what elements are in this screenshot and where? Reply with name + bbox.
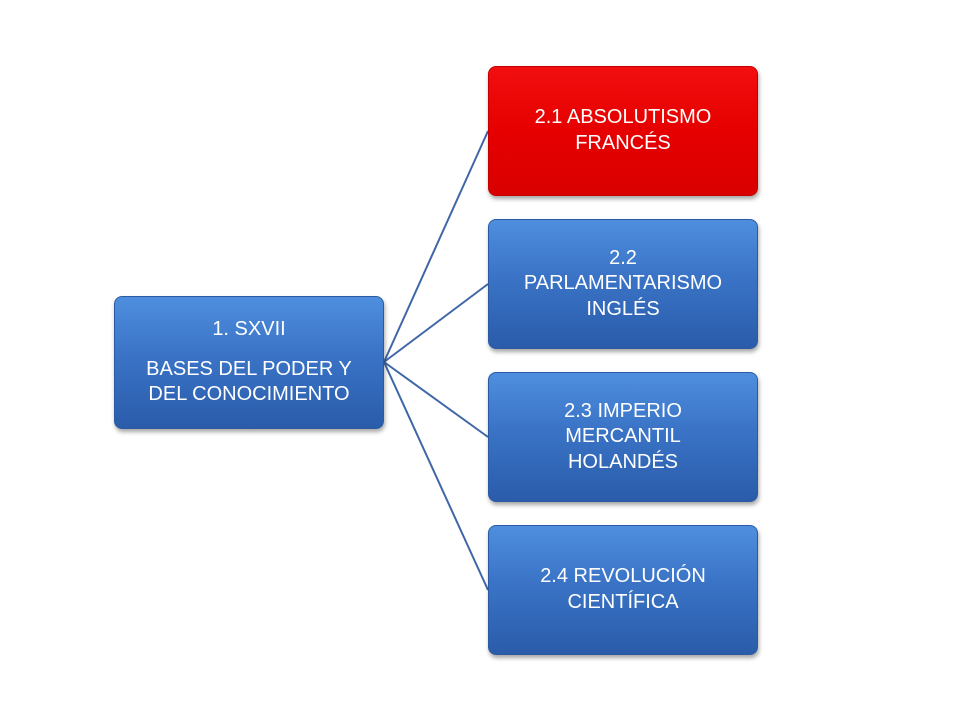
- node-revolucion-line2: CIENTÍFICA: [567, 591, 679, 613]
- node-parlamentarismo-line3: INGLÉS: [586, 297, 660, 320]
- node-absolutismo-line1: 2.1 ABSOLUTISMO: [534, 106, 712, 129]
- node-revolucion-cientifica: 2.4 REVOLUCIÓN CIENTÍFICA: [488, 525, 758, 655]
- node-imperio-line2: MERCANTIL: [565, 425, 681, 448]
- root-node-subtitle-line1: BASES DEL PODER Y: [146, 357, 352, 380]
- node-imperio-line3: HOLANDÉS: [567, 450, 679, 473]
- connector-root-to-imperio: [383, 361, 489, 438]
- connector-root-to-parlamentarismo: [383, 283, 489, 363]
- node-imperio-mercantil-holandes: 2.3 IMPERIO MERCANTIL HOLANDÉS: [488, 372, 758, 502]
- node-imperio-line1: 2.3 IMPERIO: [564, 399, 682, 422]
- connector-root-to-absolutismo: [383, 130, 489, 363]
- root-node-subtitle-line2: DEL CONOCIMIENTO: [148, 383, 350, 406]
- connector-root-to-revolucion: [383, 361, 489, 591]
- root-node-title: 1. SXVII: [212, 318, 286, 341]
- node-parlamentarismo-line1: 2.2: [609, 246, 637, 269]
- node-absolutismo-frances: 2.1 ABSOLUTISMO FRANCÉS: [488, 66, 758, 196]
- node-revolucion-line1: 2.4 REVOLUCIÓN: [540, 565, 706, 588]
- node-absolutismo-line2: FRANCÉS: [575, 132, 671, 154]
- node-parlamentarismo-ingles: 2.2 PARLAMENTARISMO INGLÉS: [488, 219, 758, 349]
- node-parlamentarismo-line2: PARLAMENTARISMO: [523, 272, 723, 295]
- root-node-sxvii: 1. SXVII BASES DEL PODER Y DEL CONOCIMIE…: [114, 296, 384, 429]
